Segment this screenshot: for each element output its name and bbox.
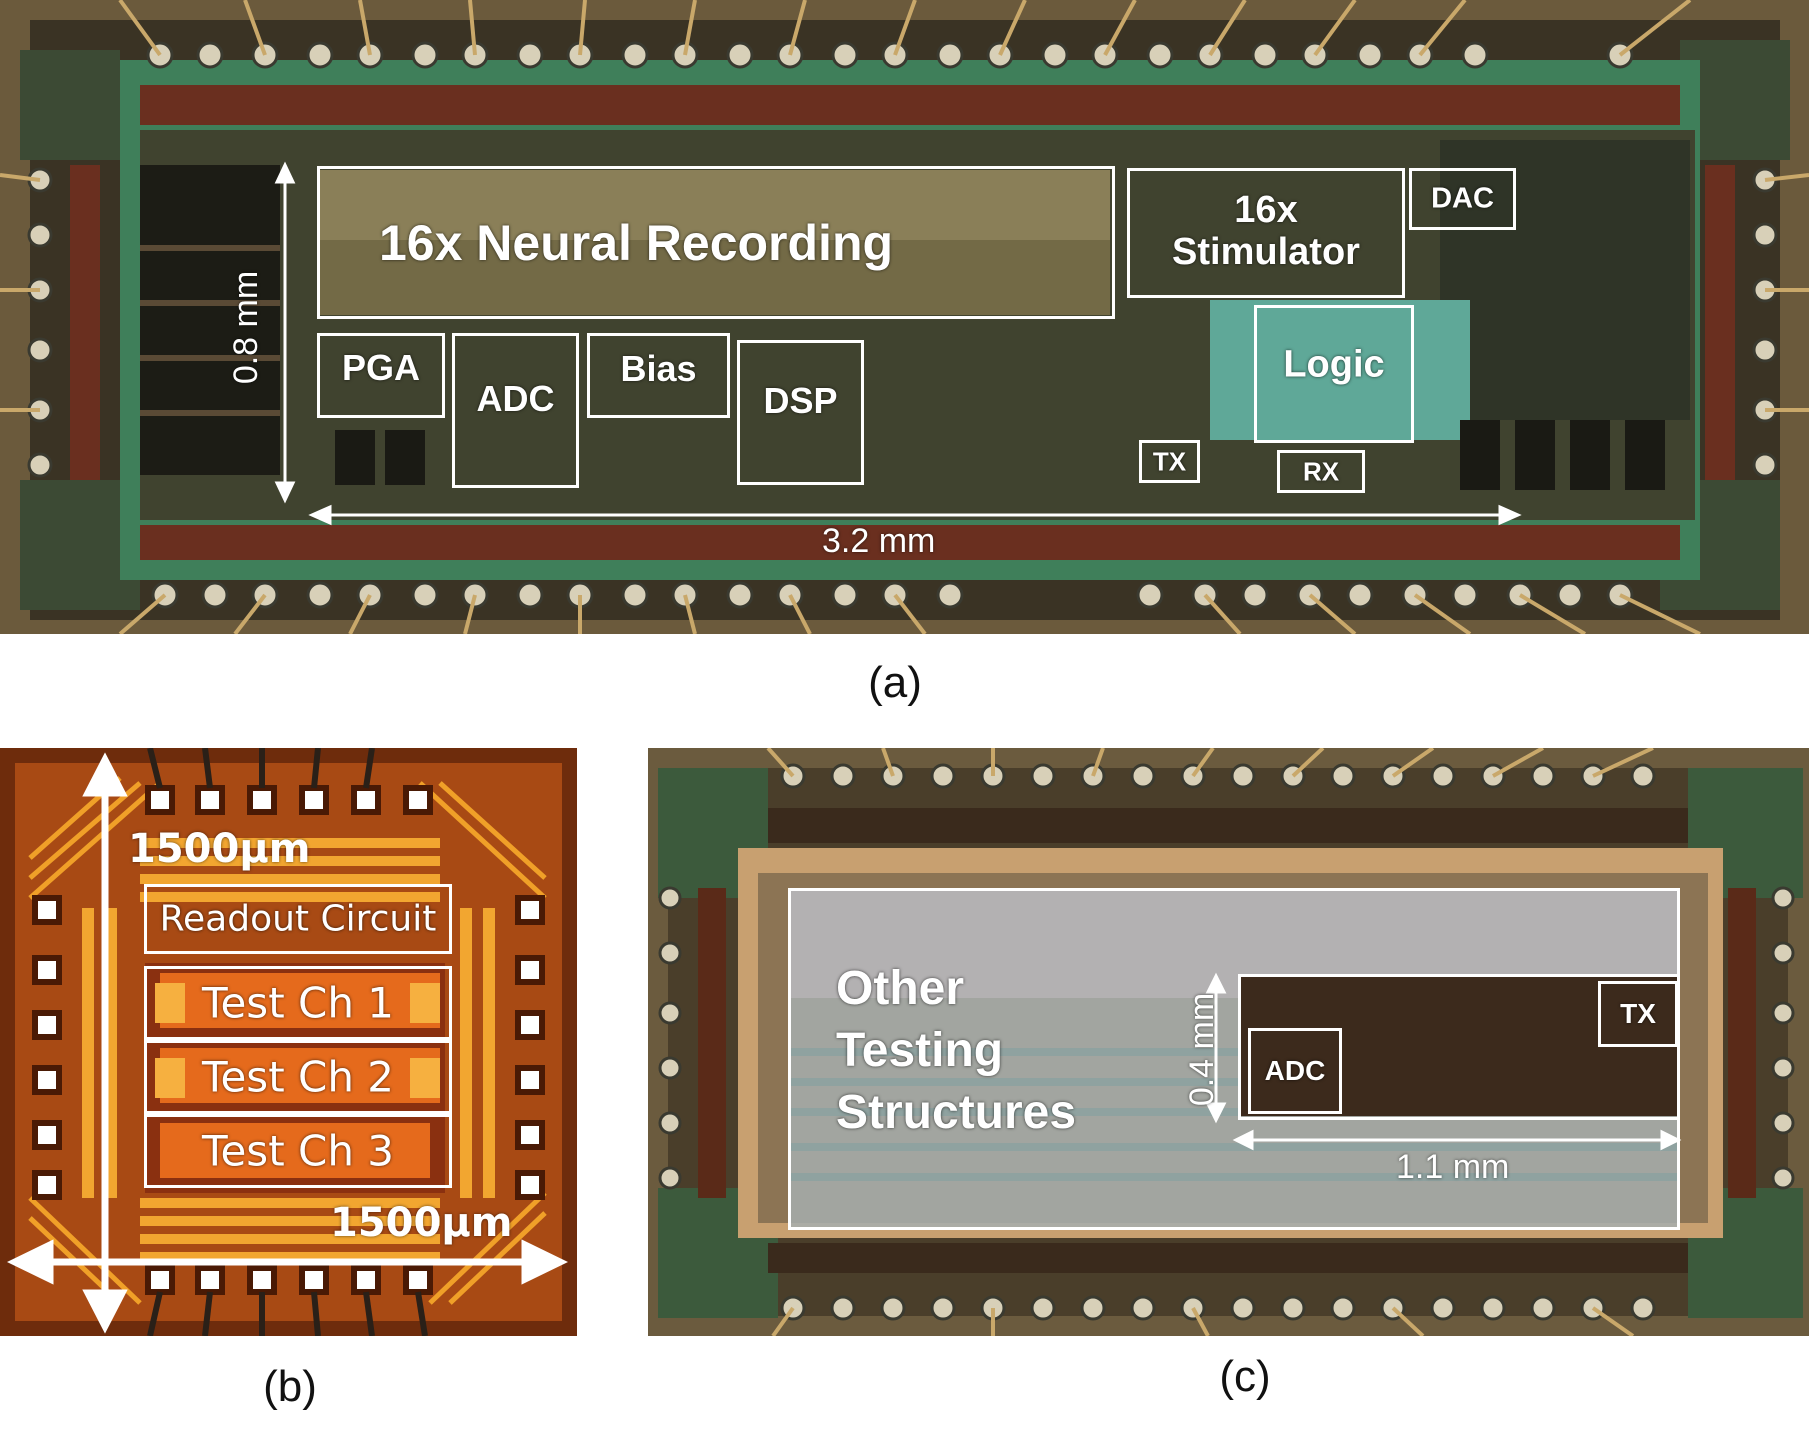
test-ch3-box: Test Ch 3 <box>144 1114 452 1188</box>
caption-a: (a) <box>868 658 922 707</box>
width-dimension-label-a: 3.2 mm <box>822 522 936 560</box>
dsp-label: DSP <box>763 380 838 422</box>
test-ch3-label: Test Ch 3 <box>201 1126 395 1176</box>
stimulator-label-line1: 16x <box>1234 189 1298 231</box>
test-ch1-label: Test Ch 1 <box>201 978 395 1028</box>
chip-photo-c: Other Testing Structures TX ADC 0.4 mm 1… <box>648 748 1809 1336</box>
test-ch2-label: Test Ch 2 <box>201 1052 395 1102</box>
other-label-line2: Testing <box>836 1024 1004 1077</box>
rx-box: RX <box>1277 450 1365 493</box>
other-label-line3: Structures <box>836 1086 1077 1139</box>
test-ch1-box: Test Ch 1 <box>144 966 452 1040</box>
height-dimension-label-c: 0.4 mm <box>1183 992 1222 1107</box>
rx-label: RX <box>1302 456 1340 486</box>
adc-box-a: ADC <box>452 333 579 488</box>
width-dimension-label-b: 1500µm <box>330 1200 513 1246</box>
other-structures-label: Other Testing Structures <box>836 958 1076 1144</box>
readout-circuit-box: Readout Circuit <box>144 884 452 954</box>
neural-recording-label: 16x Neural Recording <box>378 214 894 271</box>
logic-label: Logic <box>1283 343 1385 386</box>
tx-label-c: TX <box>1620 998 1656 1029</box>
adc-box-c: ADC <box>1248 1028 1342 1114</box>
pga-label: PGA <box>341 346 420 388</box>
logic-box: Logic <box>1254 305 1414 443</box>
adc-label-a: ADC <box>476 377 555 419</box>
height-dimension-label-a: 0.8 mm <box>227 270 266 385</box>
stimulator-box: 16x Stimulator <box>1127 168 1405 298</box>
tx-label-a: TX <box>1152 446 1187 476</box>
chip-c-art <box>648 748 1809 1336</box>
caption-b: (b) <box>263 1362 317 1411</box>
stimulator-label-line2: Stimulator <box>1172 231 1360 273</box>
other-label-line1: Other <box>836 962 965 1015</box>
pga-box: PGA <box>317 333 445 418</box>
bias-box: Bias <box>587 333 730 418</box>
chip-photo-b: Readout Circuit Test Ch 1 Test Ch 2 Test… <box>0 748 577 1336</box>
neural-recording-box: 16x Neural Recording <box>317 166 1115 319</box>
dac-box: DAC <box>1409 168 1516 230</box>
chip-photo-a: 16x Neural Recording 16x Stimulator DAC … <box>0 0 1809 634</box>
width-dimension-label-c: 1.1 mm <box>1396 1148 1510 1186</box>
tx-box-c: TX <box>1598 981 1678 1047</box>
tx-box-a: TX <box>1139 440 1200 483</box>
dac-label: DAC <box>1431 182 1494 215</box>
readout-circuit-label: Readout Circuit <box>159 898 437 940</box>
chip-a-art <box>0 0 1809 634</box>
test-ch2-box: Test Ch 2 <box>144 1040 452 1114</box>
height-dimension-label-b: 1500µm <box>128 826 311 872</box>
bias-label: Bias <box>620 348 697 390</box>
test-chip-box-c <box>1238 974 1680 1120</box>
caption-c: (c) <box>1219 1352 1271 1401</box>
adc-label-c: ADC <box>1264 1055 1326 1086</box>
dsp-box: DSP <box>737 340 864 485</box>
